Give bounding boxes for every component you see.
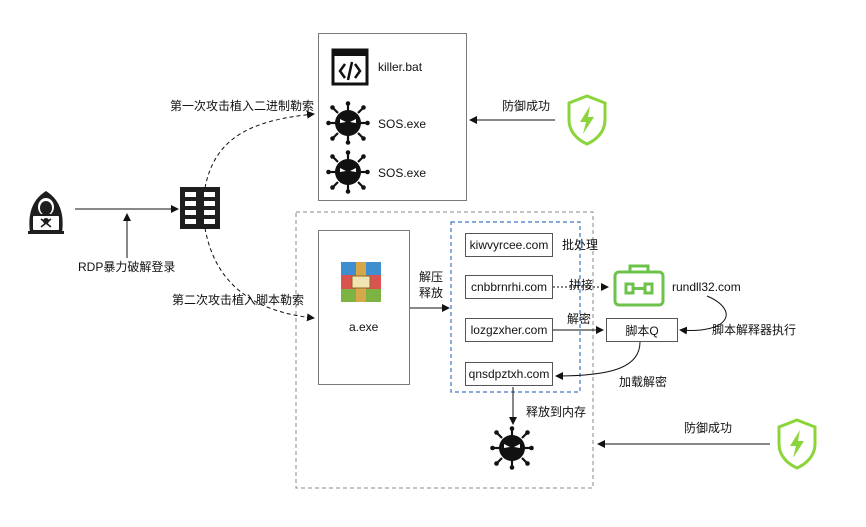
second-attack-curve	[204, 227, 315, 322]
server-icon	[180, 187, 220, 229]
inner-blue-dashed-container	[450, 221, 581, 393]
sos-exe-label-1: SOS.exe	[378, 117, 427, 131]
rdp-label: RDP暴力破解登录	[78, 260, 176, 274]
domain-box-qnsdpztxh: qnsdpztxh.com	[465, 362, 553, 386]
hacker-icon	[28, 191, 64, 234]
archive-icon	[341, 262, 381, 302]
first-attack-curve	[204, 110, 315, 189]
second-attack-label: 第二次攻击植入脚本勒索	[172, 293, 305, 307]
load-decrypt-label: 加载解密	[619, 375, 668, 389]
domain-box-kiwvyrcee: kiwvyrcee.com	[465, 233, 553, 257]
unpack-label-1: 解压	[419, 270, 444, 284]
code-file-icon	[331, 48, 369, 86]
rundll-label: rundll32.com	[672, 280, 741, 294]
shield-icon	[567, 94, 607, 146]
load-decrypt-curve	[555, 341, 641, 380]
defense-bottom-label: 防御成功	[684, 421, 733, 435]
rundll-curve	[679, 295, 727, 335]
batch-label: 批处理	[562, 238, 599, 252]
a-exe-label: a.exe	[349, 320, 379, 334]
virus-icon	[326, 150, 370, 194]
release-memory-label: 释放到内存	[526, 405, 587, 419]
first-attack-label: 第一次攻击植入二进制勒索	[170, 99, 315, 113]
sos-exe-label-2: SOS.exe	[378, 166, 427, 180]
outer-dashed-container	[295, 211, 594, 489]
a-exe-box	[318, 230, 410, 385]
killer-bat-label: killer.bat	[378, 60, 423, 74]
virus-icon	[490, 426, 534, 470]
domain-box-cnbbrnrhi: cnbbrnrhi.com	[465, 275, 553, 299]
decrypt-label: 解密	[567, 312, 592, 326]
domain-box-lozgzxher: lozgzxher.com	[465, 318, 553, 342]
shield-icon	[777, 418, 817, 470]
toolbox-icon	[613, 264, 665, 307]
unpack-label-2: 释放	[419, 286, 444, 300]
defense-top-label: 防御成功	[502, 99, 551, 113]
script-interpreter-label: 脚本解释器执行	[712, 323, 797, 337]
concat-label: 拼接	[569, 278, 594, 292]
virus-icon	[326, 101, 370, 145]
script-q-box: 脚本Q	[606, 318, 678, 342]
